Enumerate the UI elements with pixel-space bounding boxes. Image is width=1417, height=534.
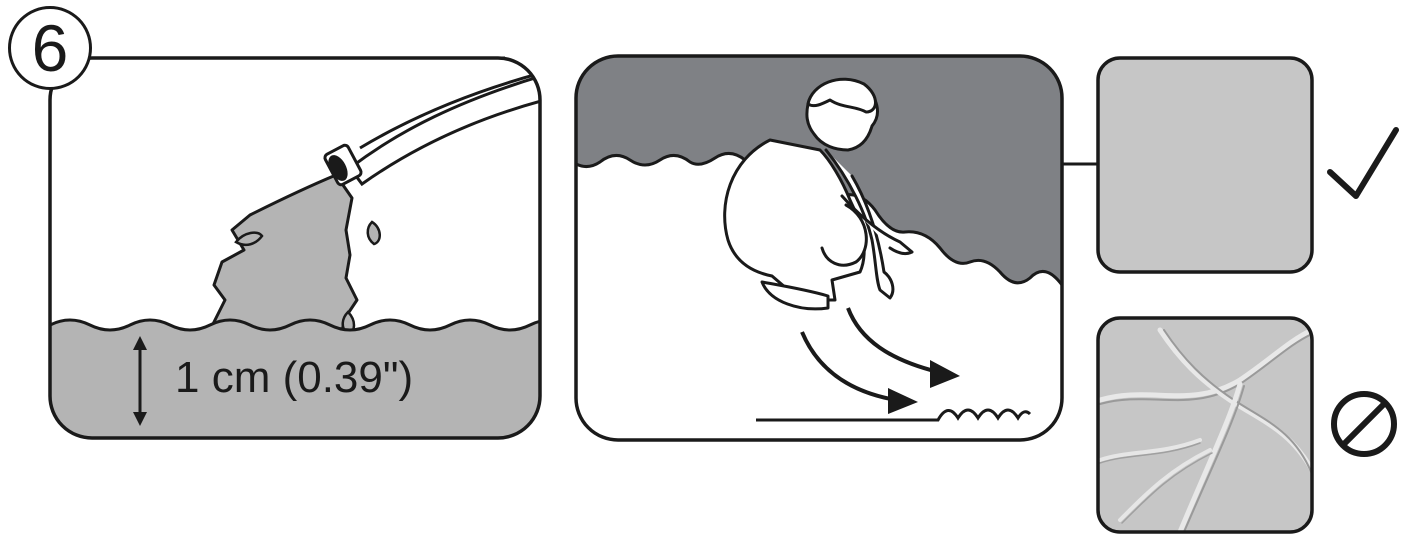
- swatch-smooth-liner: [1098, 58, 1312, 272]
- prohibited-icon: [1334, 394, 1394, 454]
- step-number-badge: 6: [8, 6, 92, 90]
- panel-smoothing-liner: [576, 56, 1062, 440]
- water-depth-label: 1 cm (0.39"): [175, 356, 413, 400]
- swatch-wrinkled-liner: [1098, 318, 1312, 532]
- checkmark-icon: [1330, 130, 1396, 196]
